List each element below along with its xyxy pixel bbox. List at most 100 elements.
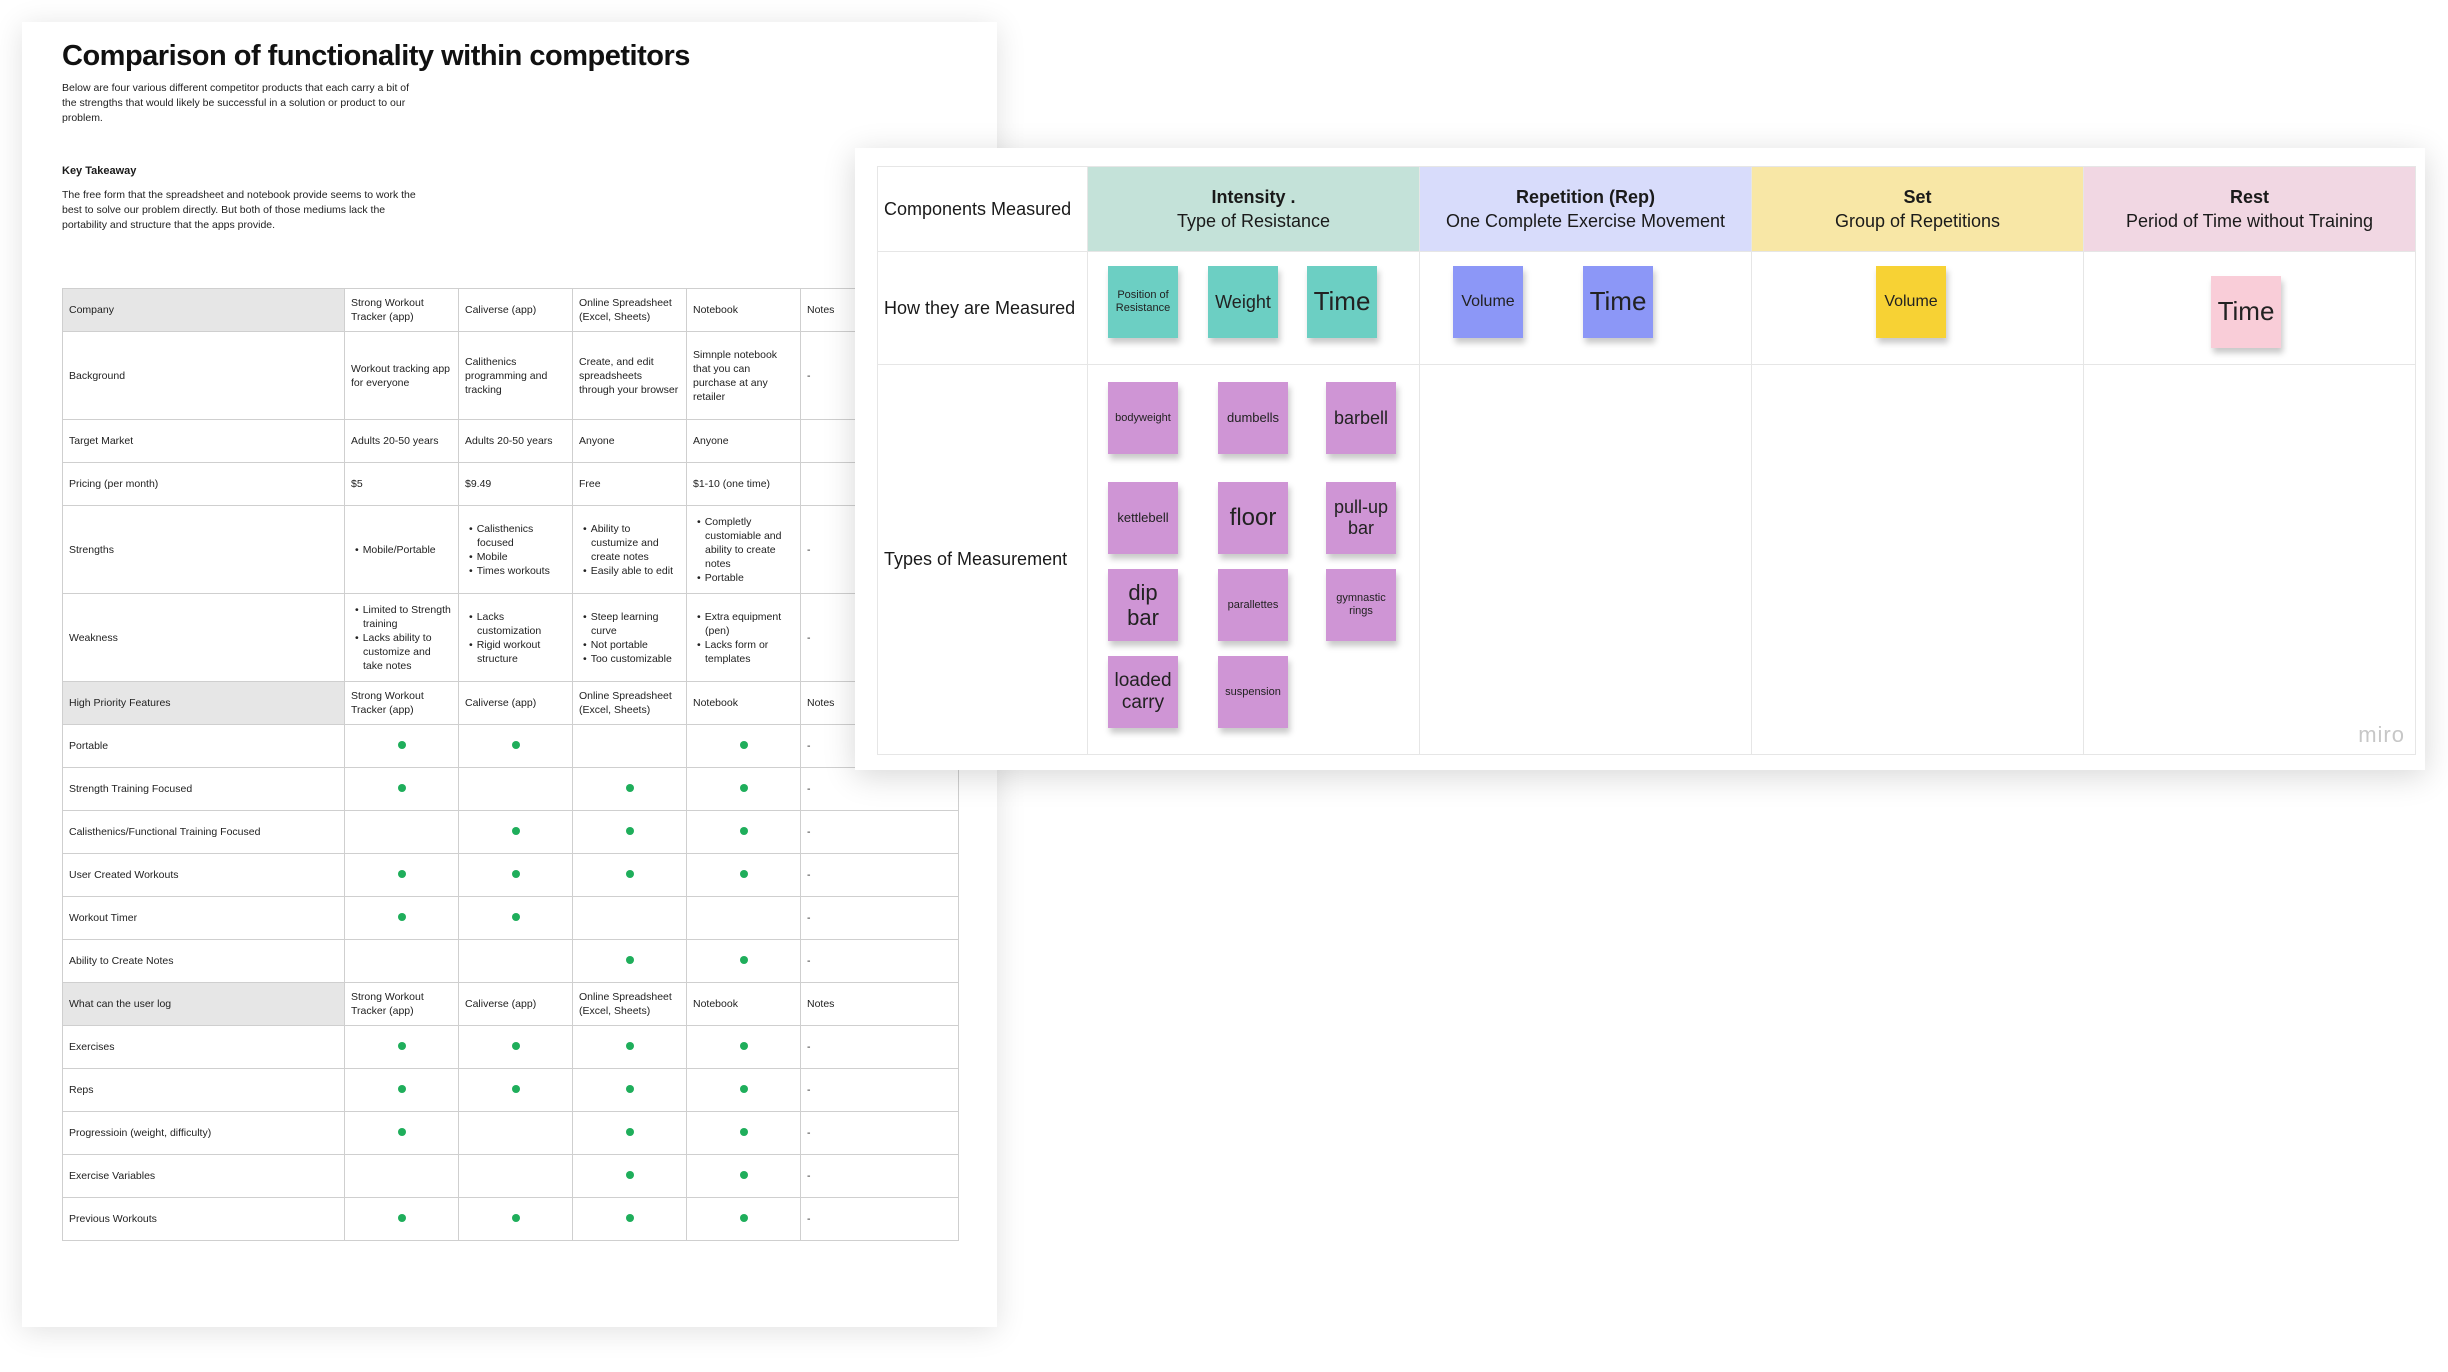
bullet-list: Limited to Strength trainingLacks abilit… <box>351 603 452 673</box>
sticky-note[interactable]: Time <box>1583 266 1653 338</box>
features-header-cell: Strong Workout Tracker (app) <box>344 681 459 725</box>
bullet-item: Ability to custumize and create notes <box>591 522 680 564</box>
check-dot-icon <box>625 1171 634 1179</box>
bullet-item: Easily able to edit <box>591 564 680 578</box>
check-cell <box>458 853 573 897</box>
sticky-note[interactable]: gymnastic rings <box>1326 569 1396 641</box>
sticky-note[interactable]: Time <box>1307 266 1377 338</box>
sticky-note[interactable]: Weight <box>1208 266 1278 338</box>
check-dot-icon <box>397 1128 406 1136</box>
check-dot-icon <box>397 870 406 878</box>
bullet-item: Calisthenics focused <box>477 522 566 550</box>
column-subtitle: Type of Resistance <box>1176 211 1331 231</box>
check-cell <box>344 810 459 854</box>
sticky-note[interactable]: barbell <box>1326 382 1396 454</box>
note-cell: - <box>800 810 959 854</box>
row-label: Workout Timer <box>62 896 345 940</box>
table-row: Progressioin (weight, difficulty)- <box>62 1111 959 1155</box>
check-dot-icon <box>511 913 520 921</box>
table-cell: Create, and edit spreadsheets through yo… <box>572 331 687 420</box>
row-label: User Created Workouts <box>62 853 345 897</box>
log-header-cell: Notes <box>800 982 959 1026</box>
company-header-cell: Notebook <box>686 288 801 332</box>
column-title: Set <box>1903 187 1932 207</box>
check-cell <box>458 1197 573 1241</box>
table-cell: Simnple notebook that you can purchase a… <box>686 331 801 420</box>
list-cell: Limited to Strength trainingLacks abilit… <box>344 593 459 682</box>
note-cell: - <box>800 853 959 897</box>
table-cell: Adults 20-50 years <box>458 419 573 463</box>
check-cell <box>572 767 687 811</box>
check-cell <box>572 1025 687 1069</box>
check-cell <box>344 1025 459 1069</box>
list-cell: Lacks customizationRigid workout structu… <box>458 593 573 682</box>
check-dot-icon <box>397 741 406 749</box>
grid-cell <box>2083 364 2416 755</box>
row-label-types: Types of Measurement <box>877 364 1088 755</box>
check-cell <box>458 810 573 854</box>
sticky-note[interactable]: loaded carry <box>1108 656 1178 728</box>
check-cell <box>344 1197 459 1241</box>
check-cell <box>572 1154 687 1198</box>
check-dot-icon <box>739 741 748 749</box>
row-label: Weakness <box>62 593 345 682</box>
row-label: Calisthenics/Functional Training Focused <box>62 810 345 854</box>
check-dot-icon <box>739 870 748 878</box>
sticky-note[interactable]: Volume <box>1876 266 1946 338</box>
list-cell: Extra equipment (pen)Lacks form or templ… <box>686 593 801 682</box>
table-row: Calisthenics/Functional Training Focused… <box>62 810 959 854</box>
bullet-item: Rigid workout structure <box>477 638 566 666</box>
sticky-note[interactable]: Volume <box>1453 266 1523 338</box>
row-label: Pricing (per month) <box>62 462 345 506</box>
check-cell <box>458 896 573 940</box>
sticky-note[interactable]: Time <box>2211 276 2281 348</box>
sticky-note[interactable]: floor <box>1218 482 1288 554</box>
table-row: Ability to Create Notes- <box>62 939 959 983</box>
bullet-list: Ability to custumize and create notesEas… <box>579 522 680 578</box>
bullet-item: Steep learning curve <box>591 610 680 638</box>
check-dot-icon <box>397 913 406 921</box>
grid-cell <box>1751 364 2084 755</box>
check-cell <box>344 939 459 983</box>
features-header-cell: Notebook <box>686 681 801 725</box>
check-dot-icon <box>397 1085 406 1093</box>
row-label: Previous Workouts <box>62 1197 345 1241</box>
check-cell <box>572 810 687 854</box>
sticky-note[interactable]: suspension <box>1218 656 1288 728</box>
sticky-note[interactable]: bodyweight <box>1108 382 1178 454</box>
comparison-document: Comparison of functionality within compe… <box>22 22 997 1327</box>
column-title: Repetition (Rep) <box>1516 187 1655 207</box>
check-dot-icon <box>739 784 748 792</box>
check-dot-icon <box>511 1214 520 1222</box>
check-dot-icon <box>511 741 520 749</box>
bullet-list: Steep learning curveNot portableToo cust… <box>579 610 680 666</box>
key-takeaway-text: The free form that the spreadsheet and n… <box>62 189 416 231</box>
bullet-item: Limited to Strength training <box>363 603 452 631</box>
sticky-note[interactable]: kettlebell <box>1108 482 1178 554</box>
sticky-note[interactable]: pull-up bar <box>1326 482 1396 554</box>
check-dot-icon <box>739 1042 748 1050</box>
sticky-note[interactable]: dip bar <box>1108 569 1178 641</box>
bullet-list: Completly customiable and ability to cre… <box>693 515 794 585</box>
company-header-cell: Caliverse (app) <box>458 288 573 332</box>
check-dot-icon <box>511 827 520 835</box>
miro-board[interactable]: Components Measured Intensity .Type of R… <box>855 148 2425 770</box>
check-dot-icon <box>739 1085 748 1093</box>
note-cell: - <box>800 1025 959 1069</box>
features-header-cell: Caliverse (app) <box>458 681 573 725</box>
table-cell: $5 <box>344 462 459 506</box>
sticky-note[interactable]: dumbells <box>1218 382 1288 454</box>
sticky-note[interactable]: Position of Resistance <box>1108 266 1178 338</box>
row-label: Exercise Variables <box>62 1154 345 1198</box>
check-cell <box>572 1068 687 1112</box>
check-cell <box>686 724 801 768</box>
sticky-note[interactable]: parallettes <box>1218 569 1288 641</box>
check-cell <box>344 896 459 940</box>
row-label: Ability to Create Notes <box>62 939 345 983</box>
check-cell <box>344 1068 459 1112</box>
bullet-item: Lacks form or templates <box>705 638 794 666</box>
